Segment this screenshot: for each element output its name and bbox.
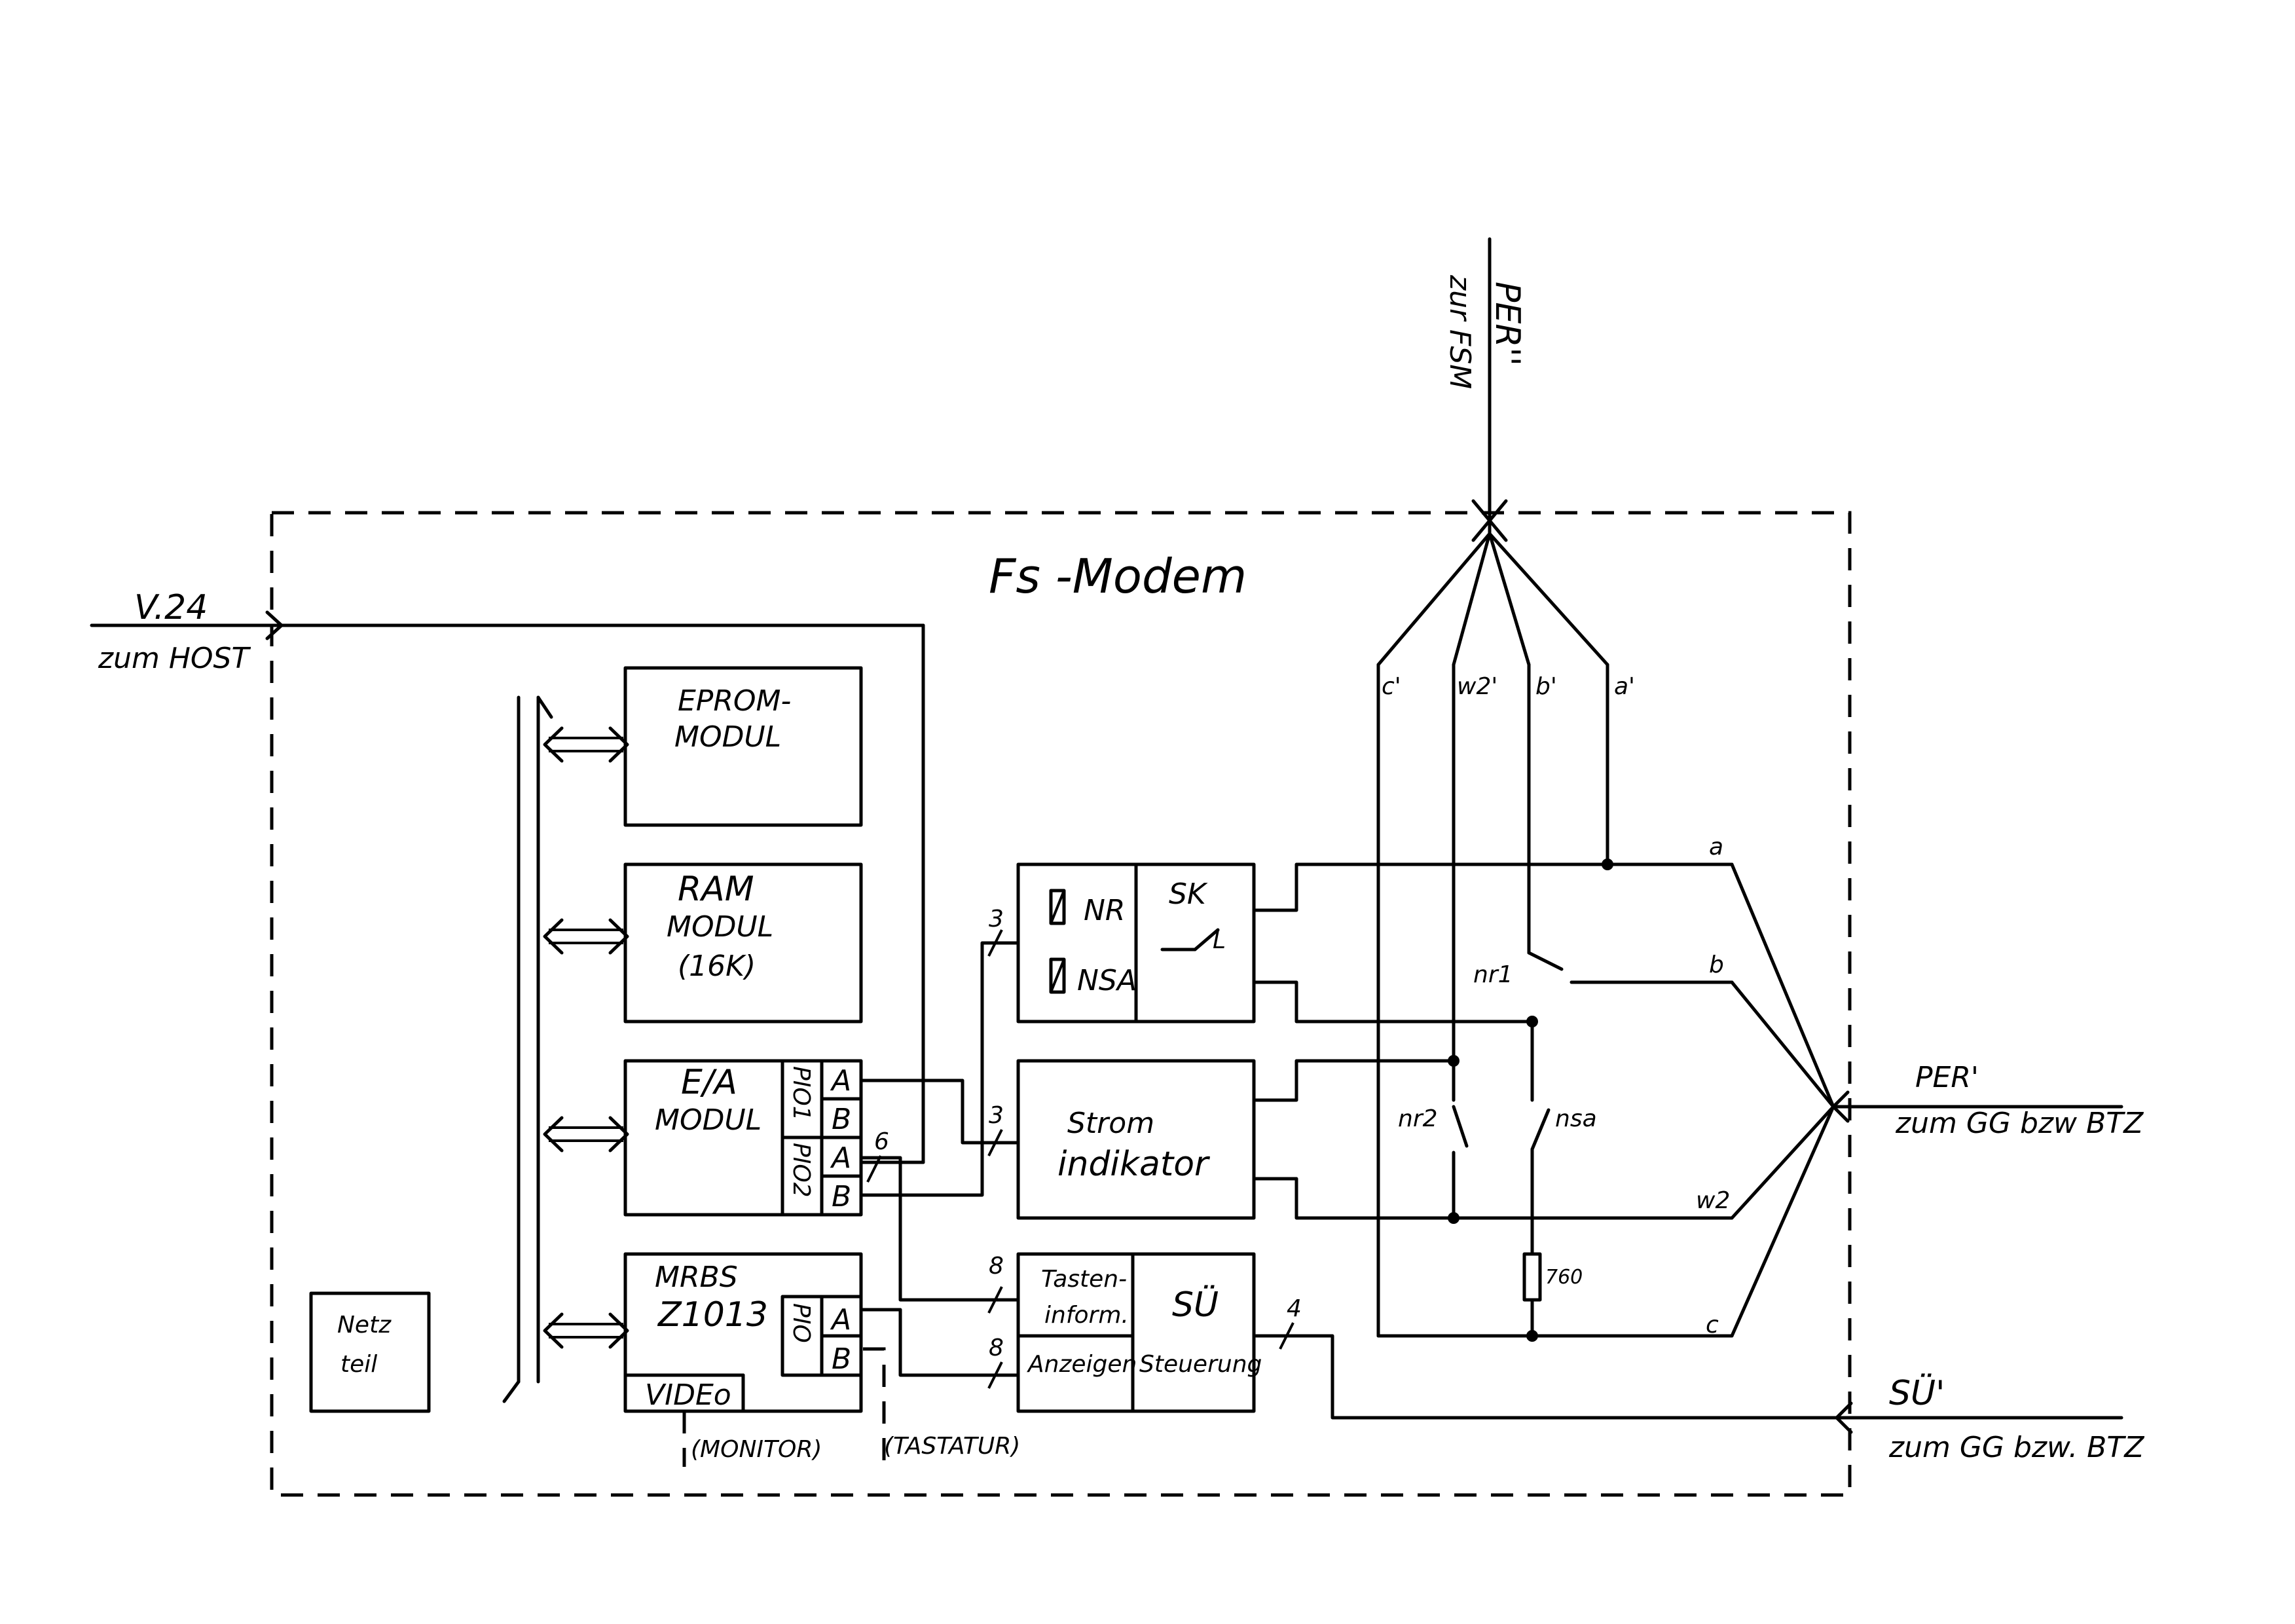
diagram-title: Fs -Modem [989, 549, 1247, 604]
sk-sub-label: L [1213, 927, 1226, 954]
ea-label-2: MODUL [655, 1103, 762, 1137]
v24-sub-label: zum HOST [98, 642, 251, 675]
nsa-label: NSA [1077, 964, 1137, 997]
junction-dot [1448, 1212, 1460, 1224]
anzeigen-label: Anzeigen [1027, 1351, 1137, 1378]
v24-connection: V.24 zum HOST [90, 588, 925, 1164]
ram-label-1: RAM [678, 870, 754, 909]
pio2-port-a: A [830, 1141, 851, 1175]
su-ext-sub-label: zum GG bzw. BTZ [1888, 1431, 2144, 1464]
monitor-label: (MONITOR) [691, 1436, 822, 1463]
bus-count-8a: 8 [989, 1253, 1004, 1280]
resistor-label: 760 [1545, 1266, 1583, 1289]
junction-dot [1602, 858, 1613, 870]
contact-label-nsa: nsa [1555, 1105, 1597, 1132]
pio1-label: PIO1 [788, 1066, 815, 1121]
bus-arrow-ea [543, 1116, 629, 1153]
netzteil-label-1: Netz [337, 1312, 392, 1338]
pio2-port-b: B [832, 1180, 851, 1213]
pio1-port-a: A [830, 1064, 851, 1098]
relay-box: NR NSA SK L [1016, 862, 1256, 1024]
per2-sub-label: zur FSM [1443, 274, 1477, 389]
bus-arrow-ram [543, 918, 629, 955]
strom-indikator: Strom indikator [1016, 1059, 1256, 1220]
strom-label-2: indikator [1057, 1145, 1211, 1184]
wire-label-w21: w2' [1457, 673, 1497, 700]
mrbs-port-a: A [830, 1303, 851, 1337]
netzteil-label-2: teil [340, 1351, 377, 1378]
strom-label-1: Strom [1067, 1107, 1154, 1140]
fs-modem-enclosure [270, 511, 1852, 1497]
bus-count-8b: 8 [989, 1335, 1004, 1361]
video-label: VIDEo [645, 1378, 731, 1412]
contact-label-nr1: nr1 [1473, 961, 1513, 988]
junction-dot [1526, 1016, 1538, 1027]
ram-label-2: MODUL [667, 910, 773, 944]
v24-label: V.24 [134, 588, 208, 627]
steuerung-label: Steuerung [1139, 1351, 1262, 1378]
su-steuerung-box: Tasten- inform. Anzeigen SÜ Steuerung [1016, 1252, 1262, 1413]
tastatur-lead [863, 1347, 886, 1464]
wire-label-c: c [1706, 1312, 1719, 1338]
pio2-label: PIO2 [788, 1143, 815, 1198]
per2-label: PER'' [1488, 282, 1527, 366]
sk-label: SK [1169, 877, 1208, 911]
nr-label: NR [1084, 894, 1126, 927]
ram-module: RAM MODUL (16K) [623, 862, 863, 1024]
tasten-label-2: inform. [1044, 1302, 1129, 1329]
mrbs-label-2: Z1013 [657, 1295, 768, 1335]
junction-dot [1448, 1055, 1460, 1067]
wire-label-b: b [1709, 951, 1724, 978]
wire-label-a: a [1709, 834, 1723, 860]
ea-label-1: E/A [681, 1063, 737, 1102]
su-output-wire [1254, 1334, 1839, 1420]
ram-label-3: (16K) [678, 950, 756, 983]
per1-label: PER' [1915, 1061, 1979, 1094]
su-label: SÜ [1172, 1285, 1219, 1325]
bus-count-3b: 3 [989, 1102, 1004, 1129]
pio1-port-b: B [832, 1103, 851, 1136]
eprom-module: EPROM- MODUL [623, 666, 863, 827]
mrbs-module: MRBS Z1013 PIO A B VIDEo [623, 1252, 863, 1413]
bus-count-4: 4 [1287, 1295, 1302, 1322]
tasten-label-1: Tasten- [1041, 1266, 1127, 1293]
bus-arrow-mrbs [543, 1312, 629, 1349]
pio-label: PIO [788, 1303, 815, 1343]
wire-label-a1: a' [1614, 673, 1635, 700]
line-wiring [1254, 663, 2123, 1434]
su-ext-label: SÜ' [1889, 1373, 1945, 1413]
eprom-label-2: MODUL [674, 720, 781, 754]
mrbs-label-1: MRBS [655, 1261, 738, 1294]
per1-sub-label: zum GG bzw BTZ [1895, 1107, 2144, 1140]
wire-label-w2: w2 [1696, 1187, 1730, 1214]
ea-module: E/A MODUL PIO1 PIO2 A B A B [623, 1059, 863, 1217]
internal-wiring [861, 929, 1294, 1389]
system-bus [502, 695, 553, 1403]
eprom-label-1: EPROM- [678, 684, 791, 718]
wire-label-b1: b' [1535, 673, 1557, 700]
mrbs-port-b: B [832, 1342, 851, 1376]
contact-label-nr2: nr2 [1398, 1105, 1438, 1132]
bus-count-6: 6 [874, 1128, 889, 1155]
tastatur-label: (TASTATUR) [884, 1433, 1020, 1460]
bus-arrow-eprom [543, 726, 629, 763]
junction-dot [1526, 1330, 1538, 1342]
per2-connection: PER'' zur FSM [1376, 237, 1609, 667]
wire-label-c1: c' [1382, 673, 1401, 700]
netzteil-box: Netz teil [309, 1291, 431, 1413]
bus-count-3a: 3 [989, 906, 1004, 932]
